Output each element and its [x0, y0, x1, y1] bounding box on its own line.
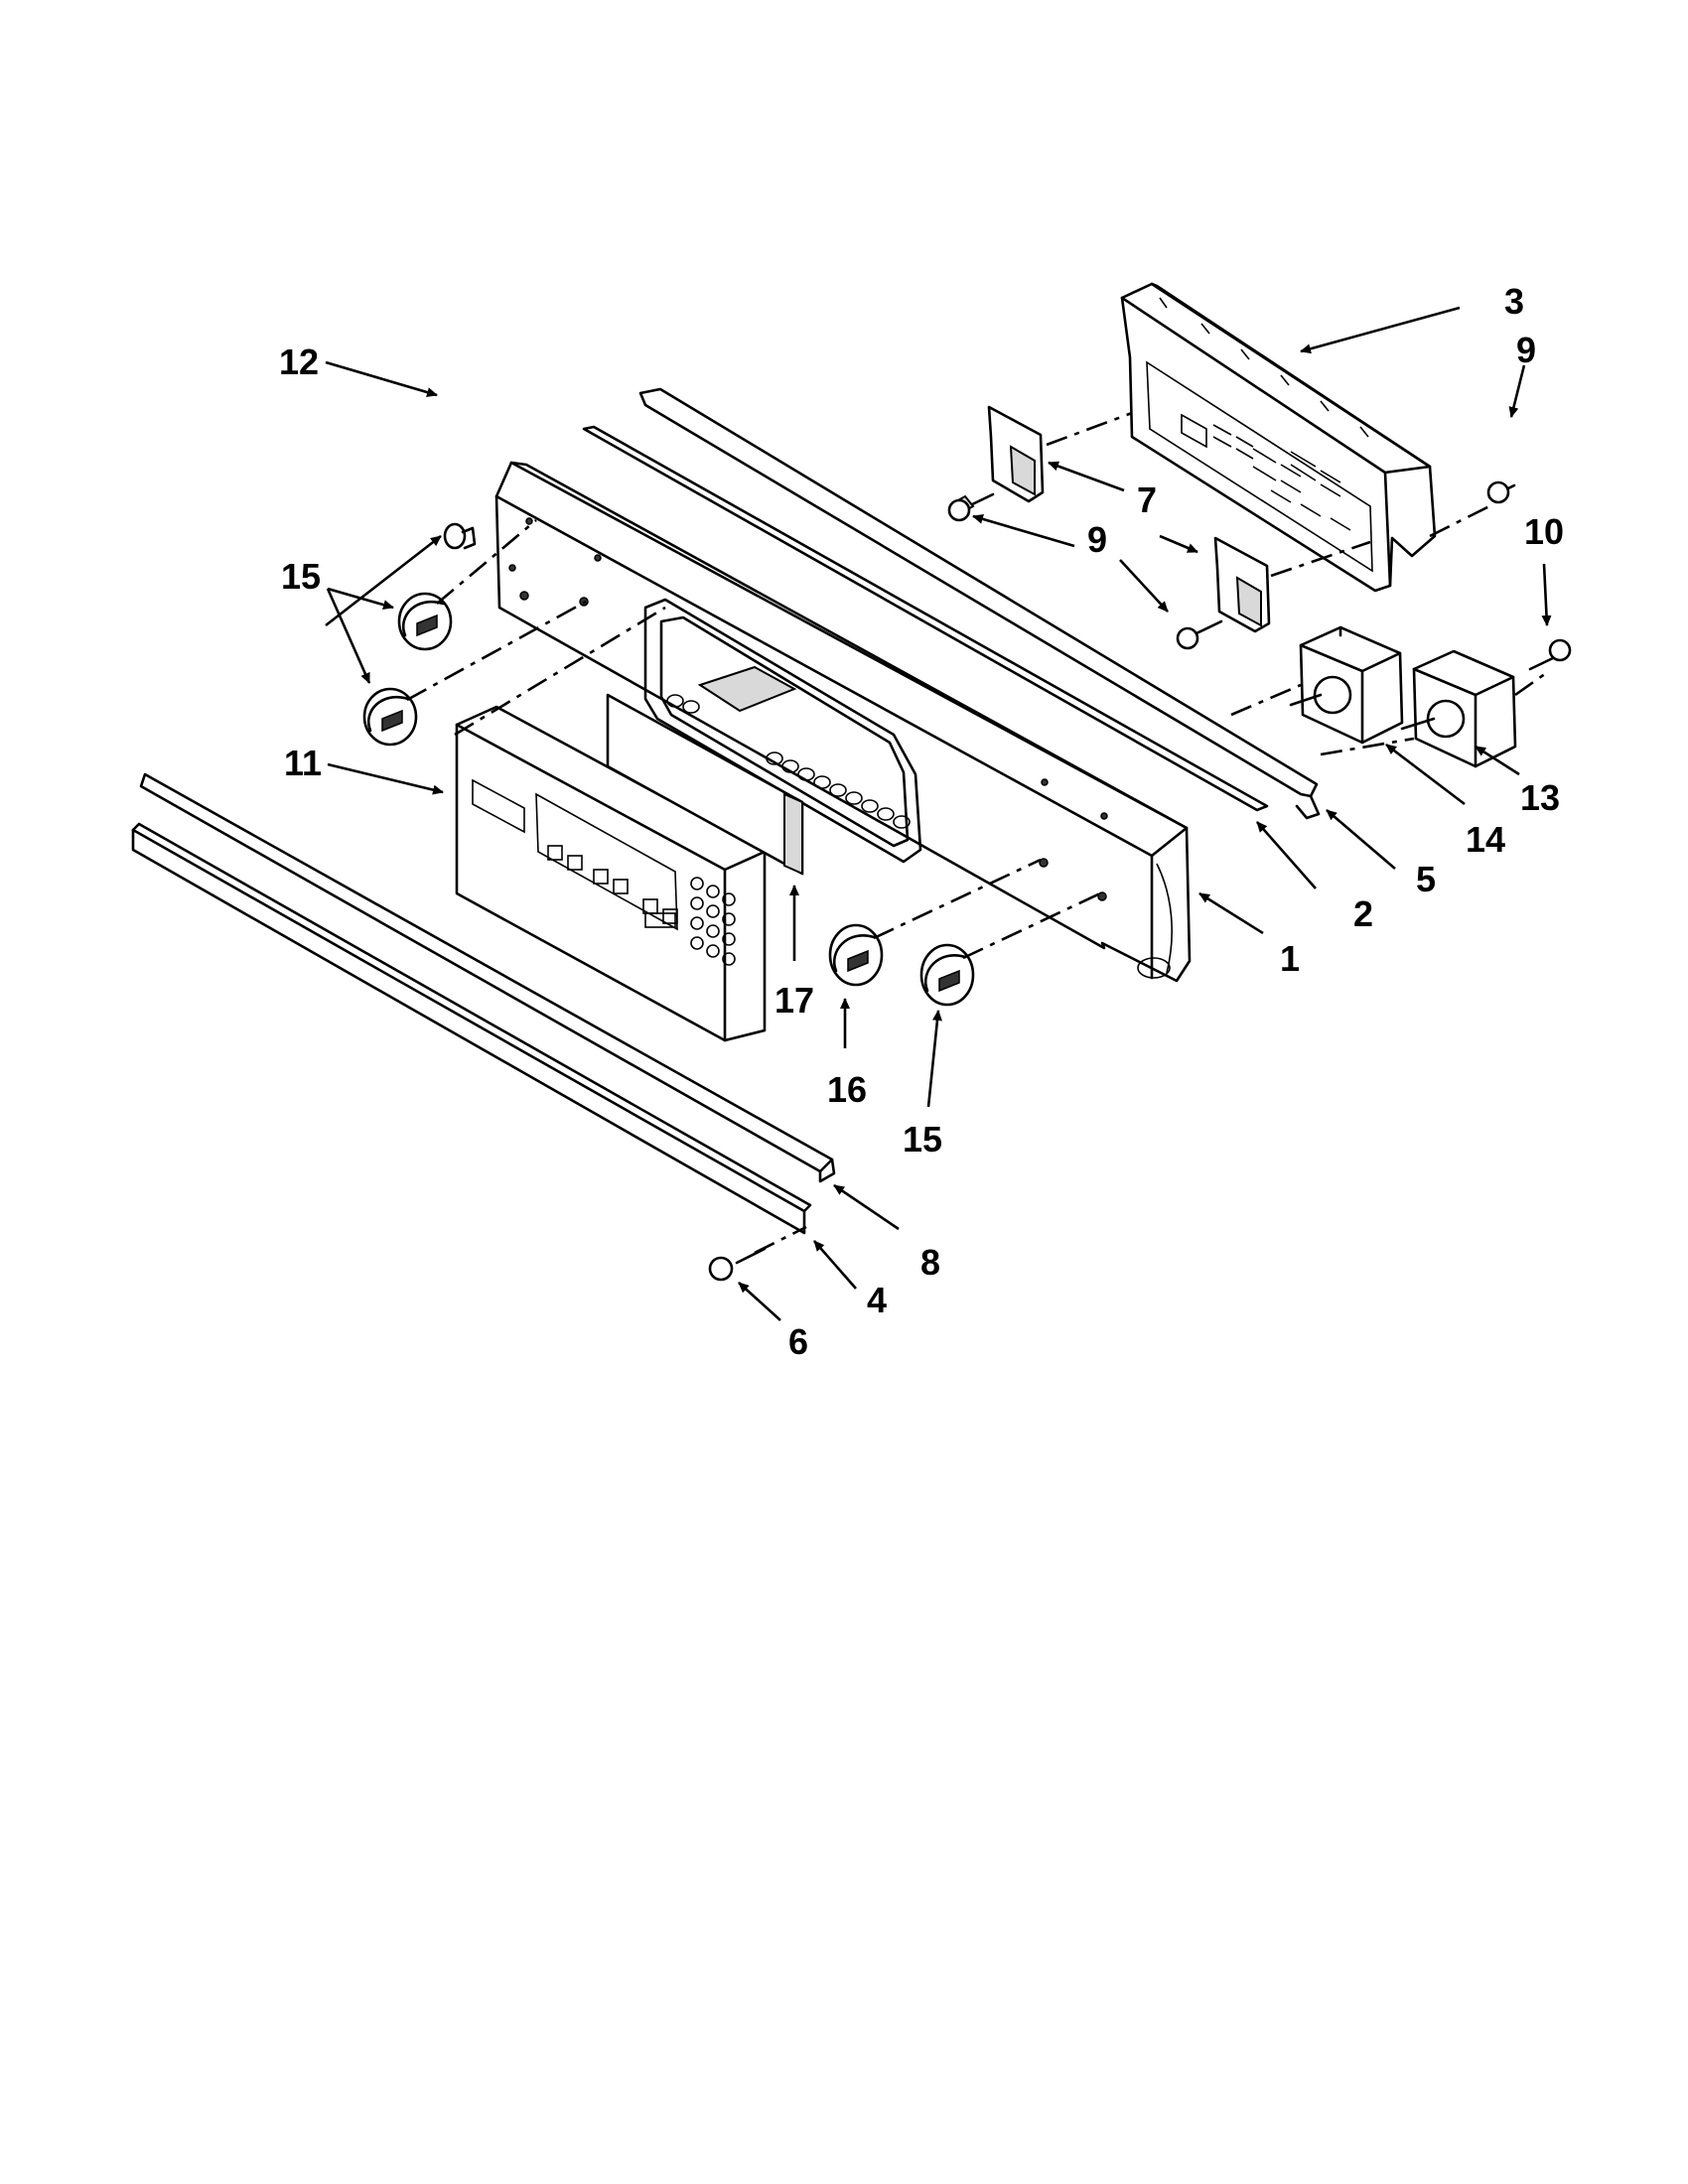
screw-bracket-lower [1176, 619, 1223, 650]
screw-lower-trim [708, 1247, 767, 1282]
callout-7: 7 [1137, 479, 1157, 520]
lower-trim-channel [139, 772, 836, 1183]
screw-bracket-upper [947, 492, 995, 522]
infinite-switch-right [1400, 649, 1517, 768]
trim-strip [582, 425, 1269, 812]
knob-right [919, 943, 975, 1007]
assembly-lines [406, 411, 1550, 1255]
callout-12: 12 [279, 341, 319, 382]
callout-14: 14 [1466, 819, 1505, 860]
callout-15-upper: 15 [281, 556, 321, 597]
callout-1: 1 [1280, 938, 1300, 979]
callout-3: 3 [1504, 281, 1524, 322]
callout-8: 8 [920, 1242, 940, 1283]
callout-16: 16 [827, 1069, 867, 1110]
callout-9-board: 9 [1516, 330, 1536, 370]
display-window [606, 693, 804, 876]
callout-9-bracket: 9 [1087, 519, 1107, 560]
housing-tab-row [666, 694, 911, 829]
callout-11: 11 [284, 743, 322, 783]
screw-board [1486, 480, 1516, 504]
rear-bracket [638, 387, 1321, 820]
board-display-segments [1181, 413, 1351, 531]
leader-arrows [325, 306, 1552, 1321]
electronic-control-board [1120, 282, 1437, 593]
screw-switch [1528, 638, 1572, 671]
mounting-bracket-lower [1213, 536, 1271, 633]
infinite-switch-left [1289, 625, 1404, 745]
callout-2: 2 [1353, 893, 1373, 934]
callout-6: 6 [788, 1321, 808, 1362]
knob-upper-left [397, 592, 453, 651]
knob-lower-left [362, 687, 418, 747]
plug-button [443, 522, 477, 550]
callout-13: 13 [1520, 777, 1560, 818]
lower-trim-strip [131, 822, 812, 1235]
knob-center [828, 923, 884, 987]
callout-10: 10 [1524, 511, 1564, 552]
control-panel-housing [494, 461, 1192, 983]
control-touchpad [455, 705, 767, 1042]
callout-labels: 3 9 7 9 10 12 15 11 13 14 5 2 1 17 16 15… [279, 281, 1564, 1362]
mounting-bracket-upper [987, 405, 1045, 503]
callout-17: 17 [774, 980, 814, 1021]
touchpad-keys [547, 845, 736, 966]
callout-15-lower: 15 [903, 1119, 942, 1160]
callout-5: 5 [1416, 859, 1436, 899]
callout-4: 4 [867, 1280, 887, 1320]
